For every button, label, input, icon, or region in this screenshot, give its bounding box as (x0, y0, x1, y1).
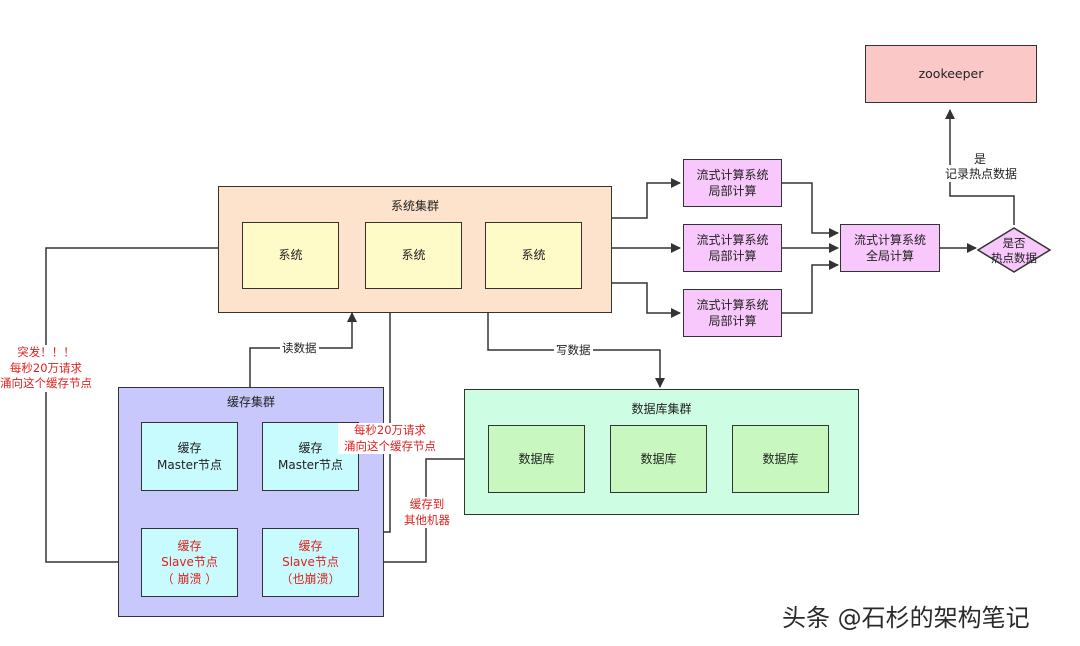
stream-local-2: 流式计算系统 局部计算 (683, 224, 782, 272)
burst-annotation: 突发！！！ 每秒20万请求 涌向这个缓存节点 (0, 345, 92, 392)
edge-stream1-to-global (782, 182, 839, 238)
system-node-1: 系统 (242, 222, 339, 289)
read-data-label: 读数据 (280, 341, 319, 356)
cache-slave-2: 缓存 Slave节点 （也崩溃） (262, 528, 359, 597)
system-node-2: 系统 (365, 222, 462, 289)
db-node-2: 数据库 (610, 425, 707, 493)
cache-slave-1: 缓存 Slave节点 （ 崩溃 ） (141, 528, 238, 597)
watermark: 头条 @石杉的架构笔记 (782, 604, 1030, 632)
cache-master-1: 缓存 Master节点 (141, 422, 238, 491)
stream-global: 流式计算系统 全局计算 (840, 224, 940, 272)
edge-diamond-to-zookeeper (945, 109, 1015, 225)
yes-label: 是 (973, 152, 986, 166)
edge-stream3-to-global (782, 260, 839, 314)
write-data-label: 写数据 (554, 343, 593, 358)
system-node-3: 系统 (485, 222, 582, 289)
stream-local-3: 流式计算系统 局部计算 (683, 289, 782, 337)
edge-system-to-stream3 (612, 282, 681, 318)
system-cluster-title: 系统集群 (390, 199, 439, 213)
burst-annotation-2: 每秒20万请求 涌向这个缓存节点 (338, 423, 442, 455)
record-hot-data-label: 记录热点数据 (935, 165, 1027, 182)
cache-cluster-title: 缓存集群 (226, 395, 275, 409)
hot-data-decision: 是否 热点数据 (991, 236, 1037, 265)
edge-burst-slave1 (45, 247, 218, 567)
edge-system-to-stream1 (612, 178, 681, 219)
zookeeper-node: zookeeper (865, 45, 1037, 103)
cache-to-other-annotation: 缓存到 其他机器 (400, 497, 454, 529)
db-node-1: 数据库 (488, 425, 585, 493)
stream-local-1: 流式计算系统 局部计算 (683, 159, 782, 207)
db-node-3: 数据库 (732, 425, 829, 493)
db-cluster-title: 数据库集群 (631, 402, 692, 416)
